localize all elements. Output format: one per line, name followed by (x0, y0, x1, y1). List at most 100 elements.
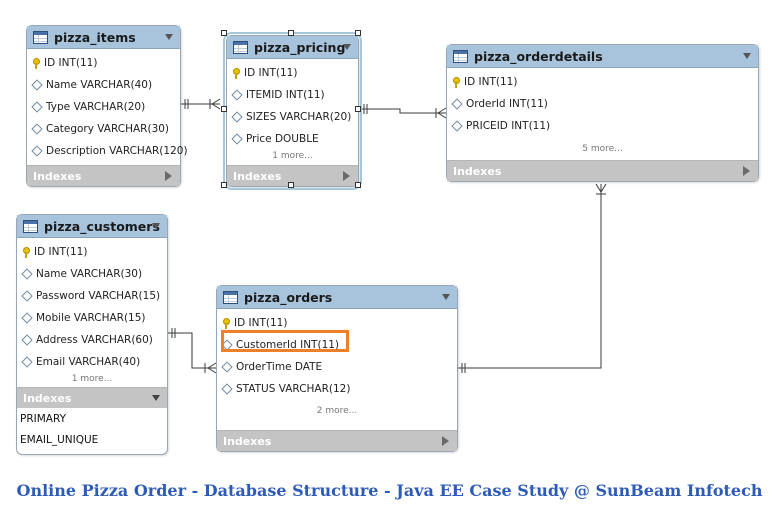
column-row[interactable]: Category VARCHAR(30) (27, 118, 180, 140)
column-row[interactable]: Mobile VARCHAR(15) (17, 307, 167, 329)
table-title: pizza_orderdetails (474, 48, 603, 64)
table-header[interactable]: pizza_pricing (227, 36, 358, 59)
expand-arrow-icon[interactable] (743, 166, 750, 176)
more-columns-link[interactable]: 5 more... (582, 144, 623, 154)
column-row[interactable]: Password VARCHAR(15) (17, 285, 167, 307)
column-label: ID INT(11) (464, 76, 518, 88)
resize-handle[interactable] (355, 106, 361, 112)
resize-handle[interactable] (355, 30, 361, 36)
collapse-arrow-icon[interactable] (743, 53, 751, 59)
column-row[interactable]: ITEMID INT(11) (227, 84, 358, 106)
resize-handle[interactable] (221, 182, 227, 188)
column-list: ID INT(11) Name VARCHAR(40) Type VARCHAR… (27, 49, 188, 162)
table-icon (33, 30, 48, 44)
column-row[interactable]: CustomerId INT(11) (217, 334, 457, 356)
more-columns-link[interactable]: 1 more... (272, 151, 313, 161)
primary-key-icon (32, 57, 40, 69)
column-row[interactable]: ID INT(11) (27, 52, 180, 74)
indexes-bar[interactable]: Indexes (227, 165, 358, 186)
column-label: CustomerId INT(11) (236, 339, 340, 351)
column-row[interactable]: Price DOUBLE (227, 128, 358, 150)
column-row[interactable]: Name VARCHAR(40) (27, 74, 180, 96)
primary-key-icon (222, 317, 230, 329)
collapse-arrow-icon[interactable] (152, 223, 160, 229)
indexes-bar[interactable]: Indexes (447, 160, 758, 181)
column-row[interactable]: OrderId INT(11) (447, 93, 758, 115)
table-header[interactable]: pizza_items (27, 26, 180, 49)
table-pizza-orderdetails[interactable]: pizza_orderdetails ID INT(11) OrderId IN… (446, 44, 759, 182)
table-pizza-orders[interactable]: pizza_orders ID INT(11) CustomerId INT(1… (216, 285, 458, 452)
table-icon (453, 49, 468, 63)
table-pizza-pricing[interactable]: pizza_pricing ID INT(11) ITEMID INT(11) … (223, 32, 362, 190)
column-label: Type VARCHAR(20) (46, 101, 146, 113)
column-row[interactable]: ID INT(11) (217, 312, 457, 334)
column-row[interactable]: ID INT(11) (227, 62, 358, 84)
column-row[interactable]: Name VARCHAR(30) (17, 263, 167, 285)
collapse-arrow-icon[interactable] (152, 395, 160, 401)
column-diamond-icon (451, 120, 463, 132)
collapse-arrow-icon[interactable] (343, 44, 351, 50)
more-columns-link[interactable]: 2 more... (316, 406, 358, 416)
column-diamond-icon (21, 334, 33, 346)
table-title: pizza_customers (44, 218, 160, 234)
column-diamond-icon (31, 123, 43, 135)
table-title: pizza_pricing (254, 39, 346, 55)
column-label: ID INT(11) (44, 57, 98, 69)
resize-handle[interactable] (288, 30, 294, 36)
column-label: ID INT(11) (34, 246, 88, 258)
column-row[interactable]: Description VARCHAR(120) (27, 140, 188, 162)
indexes-bar[interactable]: Indexes (27, 165, 180, 186)
collapse-arrow-icon[interactable] (165, 34, 173, 40)
column-row[interactable]: STATUS VARCHAR(12) (217, 378, 457, 400)
column-list: ID INT(11) Name VARCHAR(30) Password VAR… (17, 238, 167, 387)
customerid-highlight-box (221, 330, 349, 352)
table-icon (233, 40, 248, 54)
column-row[interactable]: PRICEID INT(11) (447, 115, 758, 137)
more-columns-link[interactable]: 1 more... (71, 374, 113, 384)
resize-handle[interactable] (221, 30, 227, 36)
column-diamond-icon (231, 133, 243, 145)
column-row[interactable]: SIZES VARCHAR(20) (227, 106, 358, 128)
collapse-arrow-icon[interactable] (442, 294, 450, 300)
indexes-label: Indexes (453, 164, 502, 178)
column-row[interactable]: OrderTime DATE (217, 356, 457, 378)
column-label: Address VARCHAR(60) (36, 334, 153, 346)
indexes-bar[interactable]: Indexes (217, 430, 457, 451)
rel-customers-orders (167, 332, 216, 369)
column-label: PRICEID INT(11) (466, 120, 551, 132)
column-diamond-icon (31, 79, 43, 91)
resize-handle[interactable] (221, 106, 227, 112)
column-label: Name VARCHAR(30) (36, 268, 143, 280)
table-header[interactable]: pizza_customers (17, 215, 167, 238)
column-row[interactable]: ID INT(11) (447, 71, 758, 93)
resize-handle[interactable] (355, 182, 361, 188)
table-pizza-items[interactable]: pizza_items ID INT(11) Name VARCHAR(40) … (26, 25, 188, 187)
column-label: SIZES VARCHAR(20) (246, 111, 352, 123)
column-diamond-icon (31, 145, 43, 157)
column-row[interactable]: Email VARCHAR(40) (17, 351, 167, 373)
expand-arrow-icon[interactable] (343, 171, 350, 181)
column-diamond-icon (221, 383, 233, 395)
column-label: ID INT(11) (234, 317, 288, 329)
table-pizza-customers[interactable]: pizza_customers ID INT(11) Name VARCHAR(… (16, 214, 168, 455)
diagram-caption: Online Pizza Order - Database Structure … (16, 481, 763, 500)
expand-arrow-icon[interactable] (442, 436, 449, 446)
table-title: pizza_orders (244, 289, 333, 305)
column-row[interactable]: Type VARCHAR(20) (27, 96, 180, 118)
column-diamond-icon (31, 101, 43, 113)
column-row[interactable]: ID INT(11) (17, 241, 167, 263)
indexes-bar[interactable]: Indexes (17, 387, 167, 408)
column-diamond-icon (231, 111, 243, 123)
index-row[interactable]: PRIMARY (17, 408, 167, 429)
column-label: OrderTime DATE (236, 361, 323, 373)
column-label: Name VARCHAR(40) (46, 79, 153, 91)
column-row[interactable]: Address VARCHAR(60) (17, 329, 167, 351)
resize-handle[interactable] (288, 182, 294, 188)
table-icon (223, 290, 238, 304)
index-row[interactable]: EMAIL_UNIQUE (17, 429, 167, 450)
expand-arrow-icon[interactable] (165, 171, 172, 181)
table-header[interactable]: pizza_orderdetails (447, 45, 758, 68)
table-header[interactable]: pizza_orders (217, 286, 457, 309)
column-label: ID INT(11) (244, 67, 298, 79)
